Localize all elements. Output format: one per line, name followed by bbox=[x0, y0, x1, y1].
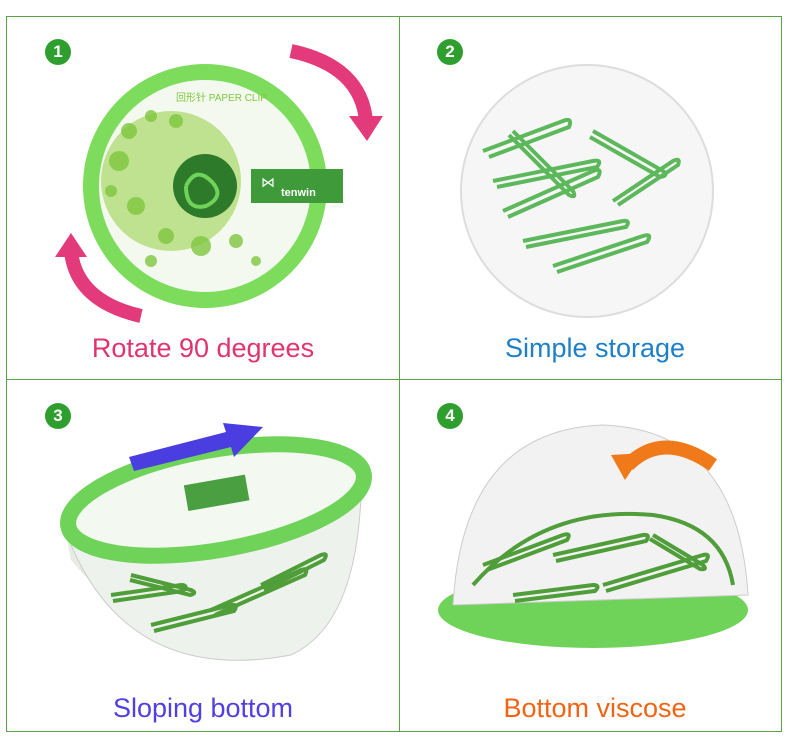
dome-illustration bbox=[438, 424, 749, 648]
rotate-lid-illustration: tenwin ⋈ 回形针 PAPER CLIP bbox=[55, 44, 383, 323]
caption-storage: Simple storage bbox=[504, 333, 686, 363]
step-badge: 4 bbox=[437, 403, 463, 429]
grid-divider-horizontal bbox=[7, 379, 781, 380]
grid-divider-vertical bbox=[399, 17, 400, 731]
svg-text:⋈: ⋈ bbox=[261, 174, 275, 190]
product-feature-grid: tenwin ⋈ 回形针 PAPER CLIP 1 Rotate 90 degr… bbox=[6, 16, 782, 732]
sloping-bowl-illustration bbox=[60, 423, 372, 661]
caption-viscose: Bottom viscose bbox=[503, 693, 687, 723]
lid-label: 回形针 PAPER CLIP bbox=[176, 91, 267, 104]
brand-label: tenwin bbox=[281, 187, 316, 199]
panel-rotate: tenwin ⋈ 回形针 PAPER CLIP 1 Rotate 90 degr… bbox=[11, 21, 395, 375]
step-badge: 3 bbox=[45, 403, 71, 429]
step-badge: 1 bbox=[45, 39, 71, 65]
panel-viscose: 4 Bottom viscose bbox=[403, 385, 787, 739]
caption-sloping: Sloping bottom bbox=[112, 693, 294, 723]
caption-rotate: Rotate 90 degrees bbox=[91, 333, 315, 363]
panel-sloping: 3 Sloping bottom bbox=[11, 385, 395, 739]
panel-storage: 2 Simple storage bbox=[403, 21, 787, 375]
step-badge: 2 bbox=[437, 39, 463, 65]
storage-illustration bbox=[460, 64, 714, 318]
